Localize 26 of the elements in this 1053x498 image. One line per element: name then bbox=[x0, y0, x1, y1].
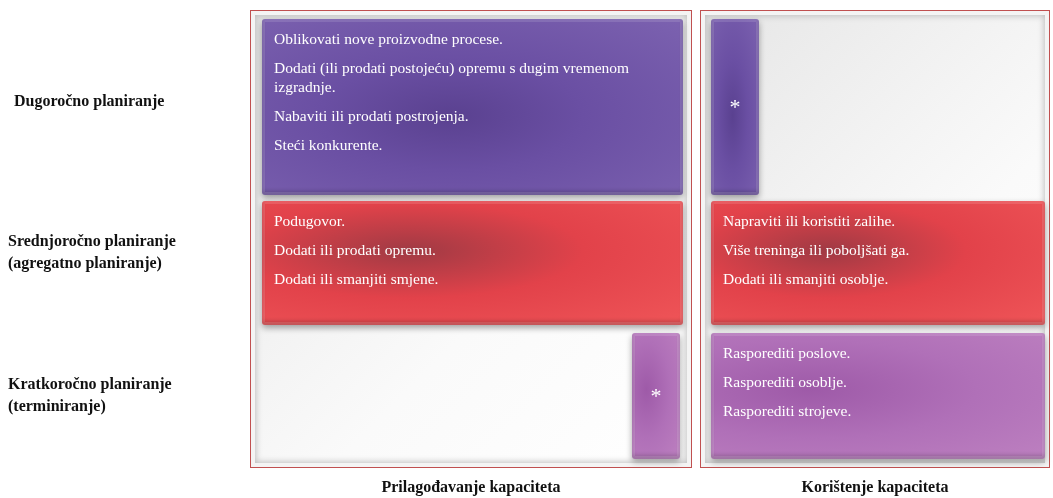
row-label: Kratkoročno planiranje (terminiranje) bbox=[8, 374, 173, 417]
row-label: Dugoročno planiranje bbox=[14, 91, 166, 112]
category-panel bbox=[632, 333, 680, 459]
list-item: Dodati (ili prodati postojeću) opremu s dugim vremenom izgradnje. bbox=[274, 58, 631, 96]
list-item: Rasporediti poslove. bbox=[723, 343, 852, 362]
list-item: Više treninga ili poboljšati ga. bbox=[723, 240, 911, 259]
asterisk-mark: * bbox=[729, 96, 741, 118]
row-label: Srednjoročno planiranje (agregatno planiranje) bbox=[8, 231, 177, 274]
asterisk-mark: * bbox=[650, 385, 662, 407]
category-panel bbox=[711, 333, 1045, 459]
list-item: Napraviti ili koristiti zalihe. bbox=[723, 211, 897, 230]
list-item: Steći konkurente. bbox=[274, 135, 384, 154]
column-heading: Korištenje kapaciteta bbox=[800, 478, 950, 496]
list-item: Dodati ili smanjiti osoblje. bbox=[723, 269, 890, 288]
column-heading: Prilagođavanje kapaciteta bbox=[380, 478, 562, 496]
list-item: Nabaviti ili prodati postrojenja. bbox=[274, 106, 470, 125]
category-panel bbox=[711, 19, 759, 195]
category-panel bbox=[711, 201, 1045, 325]
list-item: Dodati ili smanjiti smjene. bbox=[274, 269, 440, 288]
list-item: Podugovor. bbox=[274, 211, 347, 230]
list-item: Oblikovati nove proizvodne procese. bbox=[274, 29, 504, 48]
list-item: Dodati ili prodati opremu. bbox=[274, 240, 437, 259]
list-item: Rasporediti osoblje. bbox=[723, 372, 848, 391]
category-panel bbox=[262, 19, 683, 195]
category-panel bbox=[262, 201, 683, 325]
list-item: Rasporediti strojeve. bbox=[723, 401, 853, 420]
